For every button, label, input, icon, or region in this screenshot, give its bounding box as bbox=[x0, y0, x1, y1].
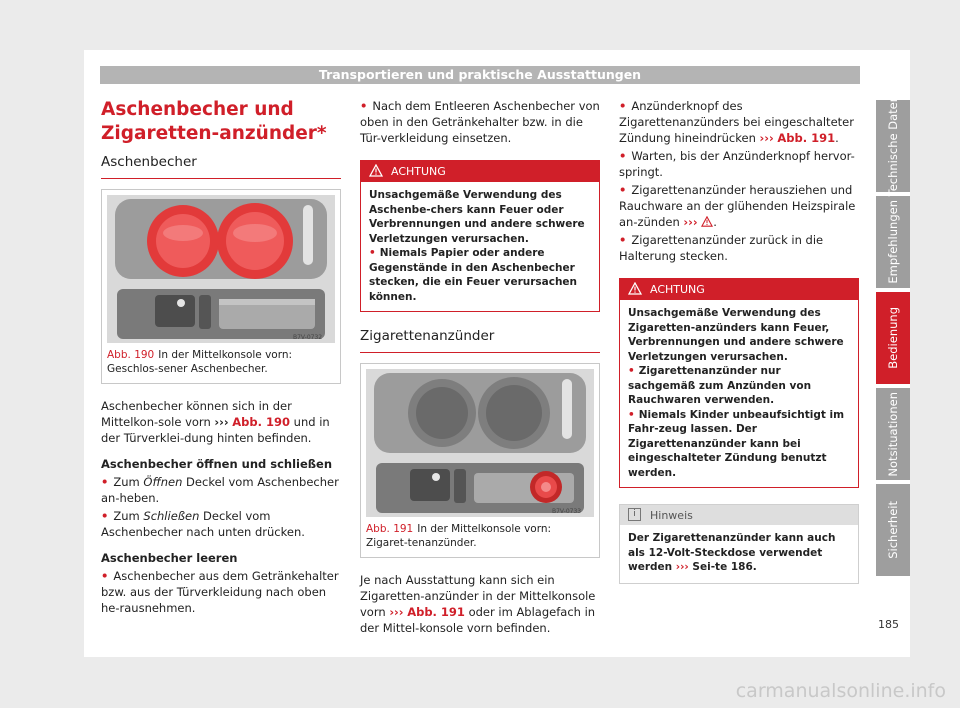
column-2: Nach dem Entleeren Aschenbecher von oben… bbox=[360, 98, 600, 638]
bullet-wait: Warten, bis der Anzünderknopf hervor-spr… bbox=[619, 148, 859, 180]
bullet-put-back: Zigarettenanzünder zurück in die Halteru… bbox=[619, 232, 859, 264]
warning-box-ashtray: ACHTUNG Unsachgemäße Verwendung des Asch… bbox=[360, 160, 600, 312]
bullet-remove: Aschenbecher aus dem Getränkehalter bzw.… bbox=[101, 568, 341, 616]
tab-sicherheit[interactable]: Sicherheit bbox=[876, 484, 910, 576]
caption-text: In der Mittelkonsole vorn: Geschlos-sene… bbox=[107, 349, 293, 375]
warning-item: Niemals Kinder unbeaufsichtigt im Fahr-z… bbox=[628, 408, 850, 481]
warning-item: Niemals Papier oder andere Gegenstände i… bbox=[369, 246, 591, 304]
note-body: Der Zigarettenanzünder kann auch als 12-… bbox=[628, 532, 836, 573]
warning-box-lighter: ACHTUNG Unsachgemäße Verwendung des Ziga… bbox=[619, 278, 859, 488]
caption-label: Abb. 191 bbox=[366, 523, 414, 535]
bullet-open: Zum Öffnen Deckel vom Aschenbecher an-he… bbox=[101, 474, 341, 506]
page-header: Transportieren und praktische Ausstattun… bbox=[100, 66, 860, 84]
figure-link-191-b[interactable]: Abb. 191 bbox=[777, 131, 836, 145]
lighter-illustration: B7V-0733 bbox=[366, 369, 594, 517]
tab-bedienung[interactable]: Bedienung bbox=[876, 292, 910, 384]
warning-body: Unsachgemäße Verwendung des Zigaretten-a… bbox=[620, 300, 858, 487]
warning-header: ACHTUNG bbox=[620, 279, 858, 300]
heading-open-close: Aschenbecher öffnen und schließen bbox=[101, 457, 333, 471]
warning-triangle-icon[interactable] bbox=[701, 215, 714, 227]
bullet-close: Zum Schließen Deckel vom Aschenbecher na… bbox=[101, 508, 341, 540]
tab-notsituationen[interactable]: Notsituationen bbox=[876, 388, 910, 480]
page-number: 185 bbox=[878, 618, 899, 631]
note-box: i Hinweis Der Zigarettenanzünder kann au… bbox=[619, 504, 859, 584]
bullet-pull-out: Zigarettenanzünder herausziehen und Rauc… bbox=[619, 182, 859, 230]
warning-title: ACHTUNG bbox=[650, 283, 705, 296]
heading-empty: Aschenbecher leeren bbox=[101, 551, 238, 565]
bullet-reinsert: Nach dem Entleeren Aschenbecher von oben… bbox=[360, 98, 600, 146]
warning-triangle-icon bbox=[369, 164, 383, 177]
subsection-title-ashtray: Aschenbecher bbox=[101, 154, 341, 179]
warning-title: ACHTUNG bbox=[391, 165, 446, 178]
caption-text: In der Mittelkonsole vorn: Zigaret-tenan… bbox=[366, 523, 552, 549]
ashtray-illustration: B7V-0732 bbox=[107, 195, 335, 343]
note-title: Hinweis bbox=[650, 509, 693, 522]
column-3: Anzünderknopf des Zigarettenanzünders be… bbox=[619, 98, 859, 584]
warning-triangle-icon bbox=[628, 282, 642, 295]
column-1: Aschenbecher und Zigaretten-anzünder* As… bbox=[101, 98, 341, 618]
page-link-186[interactable]: Sei-te 186. bbox=[688, 561, 757, 573]
note-header: i Hinweis bbox=[620, 505, 858, 525]
paragraph-lighter: Je nach Ausstattung kann sich ein Zigare… bbox=[360, 573, 596, 635]
warning-item: Zigarettenanzünder nur sachgemäß zum Anz… bbox=[628, 364, 850, 408]
warning-text: Unsachgemäße Verwendung des Zigaretten-a… bbox=[628, 307, 844, 363]
warning-header: ACHTUNG bbox=[361, 161, 599, 182]
warning-body: Unsachgemäße Verwendung des Aschenbe-che… bbox=[361, 182, 599, 311]
bullet-press-knob: Anzünderknopf des Zigarettenanzünders be… bbox=[619, 98, 859, 146]
figure-code-190: B7V-0732 bbox=[293, 334, 322, 341]
figure-link-190[interactable]: Abb. 190 bbox=[232, 415, 291, 429]
figure-link-191[interactable]: Abb. 191 bbox=[407, 605, 465, 619]
info-icon: i bbox=[628, 508, 641, 521]
figure-code-191: B7V-0733 bbox=[552, 508, 581, 515]
tab-technische-daten[interactable]: Technische Daten bbox=[876, 95, 910, 197]
paragraph-intro: Aschenbecher können sich in der Mittelko… bbox=[101, 399, 330, 445]
caption-label: Abb. 190 bbox=[107, 349, 155, 361]
tab-empfehlungen[interactable]: Empfehlungen bbox=[876, 196, 910, 288]
subsection-title-lighter: Zigarettenanzünder bbox=[360, 328, 600, 353]
section-title: Aschenbecher und Zigaretten-anzünder* bbox=[101, 99, 327, 144]
watermark: carmanualsonline.info bbox=[735, 680, 946, 702]
warning-text: Unsachgemäße Verwendung des Aschenbe-che… bbox=[369, 189, 585, 245]
chapter-tabs: Technische Daten Empfehlungen Bedienung … bbox=[876, 95, 910, 580]
